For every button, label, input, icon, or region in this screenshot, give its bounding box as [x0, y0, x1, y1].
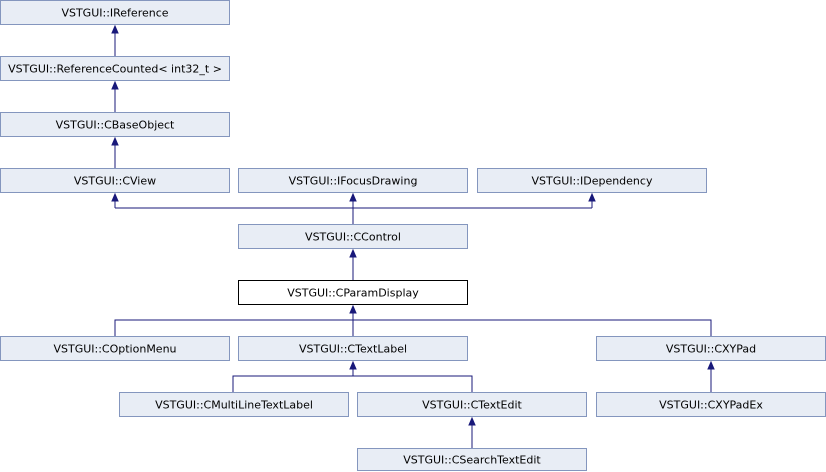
node-referencecounted-label: VSTGUI::ReferenceCounted< int32_t >: [8, 63, 222, 76]
node-ifocusdrawing-label: VSTGUI::IFocusDrawing: [289, 175, 418, 188]
node-cmultilinetextlabel-label: VSTGUI::CMultiLineTextLabel: [155, 399, 313, 412]
arrow-cxypad: [707, 360, 715, 370]
node-cbaseobject[interactable]: VSTGUI::CBaseObject: [0, 112, 230, 137]
edge-ccontrol-to-parents: [114, 200, 593, 224]
node-coptionmenu-label: VSTGUI::COptionMenu: [53, 343, 176, 356]
edge-children-to-ctextlabel: [232, 368, 473, 392]
arrow-cparamdisplay: [349, 304, 357, 314]
node-cparamdisplay-label: VSTGUI::CParamDisplay: [287, 287, 419, 300]
node-cxypad-label: VSTGUI::CXYPad: [666, 343, 756, 356]
node-ccontrol[interactable]: VSTGUI::CControl: [238, 224, 468, 249]
node-idependency-label: VSTGUI::IDependency: [532, 175, 653, 188]
arrow-cview: [111, 192, 119, 202]
edges: [111, 24, 715, 448]
node-ctextedit-label: VSTGUI::CTextEdit: [422, 399, 522, 412]
node-cxypad[interactable]: VSTGUI::CXYPad: [596, 336, 826, 361]
node-cview[interactable]: VSTGUI::CView: [0, 168, 230, 193]
node-ireference[interactable]: VSTGUI::IReference: [0, 0, 230, 25]
arrow-ccontrol: [349, 248, 357, 258]
node-ireference-label: VSTGUI::IReference: [61, 7, 168, 20]
arrow-refcounted: [111, 80, 119, 90]
node-cmultilinetextlabel[interactable]: VSTGUI::CMultiLineTextLabel: [119, 392, 349, 417]
arrow-ctextedit: [468, 416, 476, 426]
node-idependency[interactable]: VSTGUI::IDependency: [477, 168, 707, 193]
node-ifocusdrawing[interactable]: VSTGUI::IFocusDrawing: [238, 168, 468, 193]
arrow-ireference: [111, 24, 119, 34]
node-ctextlabel[interactable]: VSTGUI::CTextLabel: [238, 336, 468, 361]
edge-children-to-cparamdisplay: [114, 312, 712, 336]
node-csearchtextedit-label: VSTGUI::CSearchTextEdit: [403, 454, 541, 467]
node-cxypadex-label: VSTGUI::CXYPadEx: [659, 399, 763, 412]
node-cview-label: VSTGUI::CView: [74, 175, 156, 188]
arrow-idependency: [588, 192, 596, 202]
node-csearchtextedit[interactable]: VSTGUI::CSearchTextEdit: [357, 448, 587, 471]
node-referencecounted[interactable]: VSTGUI::ReferenceCounted< int32_t >: [0, 56, 230, 81]
arrow-ifocusdrawing: [349, 192, 357, 202]
arrow-cbaseobject: [111, 136, 119, 146]
node-cxypadex[interactable]: VSTGUI::CXYPadEx: [596, 392, 826, 417]
node-ccontrol-label: VSTGUI::CControl: [305, 231, 401, 244]
node-ctextedit[interactable]: VSTGUI::CTextEdit: [357, 392, 587, 417]
node-coptionmenu[interactable]: VSTGUI::COptionMenu: [0, 336, 230, 361]
node-ctextlabel-label: VSTGUI::CTextLabel: [299, 343, 407, 356]
node-cparamdisplay: VSTGUI::CParamDisplay: [238, 280, 468, 305]
arrow-ctextlabel: [349, 360, 357, 370]
node-cbaseobject-label: VSTGUI::CBaseObject: [56, 119, 175, 132]
